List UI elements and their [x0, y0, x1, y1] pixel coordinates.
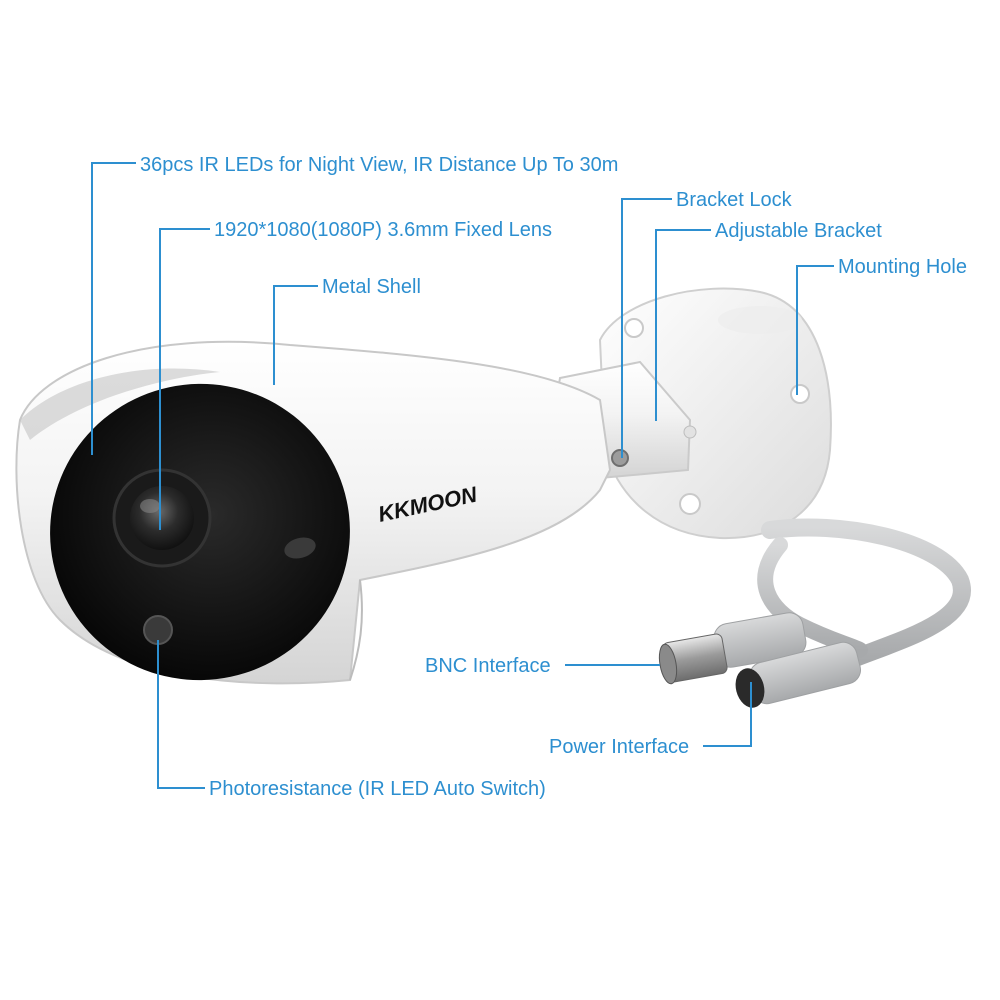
lens-leader	[159, 228, 210, 530]
bracket-lock-screw	[611, 449, 629, 467]
mounting-base	[598, 287, 832, 540]
callout-lines	[91, 162, 834, 789]
photoresistance-label: Photoresistance (IR LED Auto Switch)	[209, 778, 546, 800]
bnc-connector	[658, 612, 807, 685]
bnc-interface-label: BNC Interface	[425, 655, 551, 677]
mount-hole-right	[790, 384, 810, 404]
bracket-lock-label: Bracket Lock	[676, 189, 792, 211]
ir-leds-leader	[91, 162, 136, 455]
metal-shell-label: Metal Shell	[322, 276, 421, 298]
adjustable-bracket-label: Adjustable Bracket	[715, 220, 882, 242]
ir-leds-label: 36pcs IR LEDs for Night View, IR Distanc…	[140, 154, 619, 176]
photoresistor	[143, 615, 173, 645]
bracket-lock-leader	[621, 198, 672, 458]
mounting-hole-label: Mounting Hole	[838, 256, 967, 278]
power-interface-label: Power Interface	[549, 736, 690, 758]
mount-hole-bottom	[679, 493, 701, 515]
lens-label: 1920*1080(1080P) 3.6mm Fixed Lens	[214, 219, 552, 241]
cable-assembly	[658, 518, 971, 708]
camera-housing	[15, 340, 612, 685]
adjustable-bracket-leader	[655, 229, 711, 421]
mount-hole-top	[624, 318, 644, 338]
photoresistance-leader	[157, 640, 205, 789]
metal-shell-leader	[273, 285, 318, 385]
mounting-hole-leader	[796, 265, 834, 395]
power-interface-leader	[703, 682, 752, 747]
